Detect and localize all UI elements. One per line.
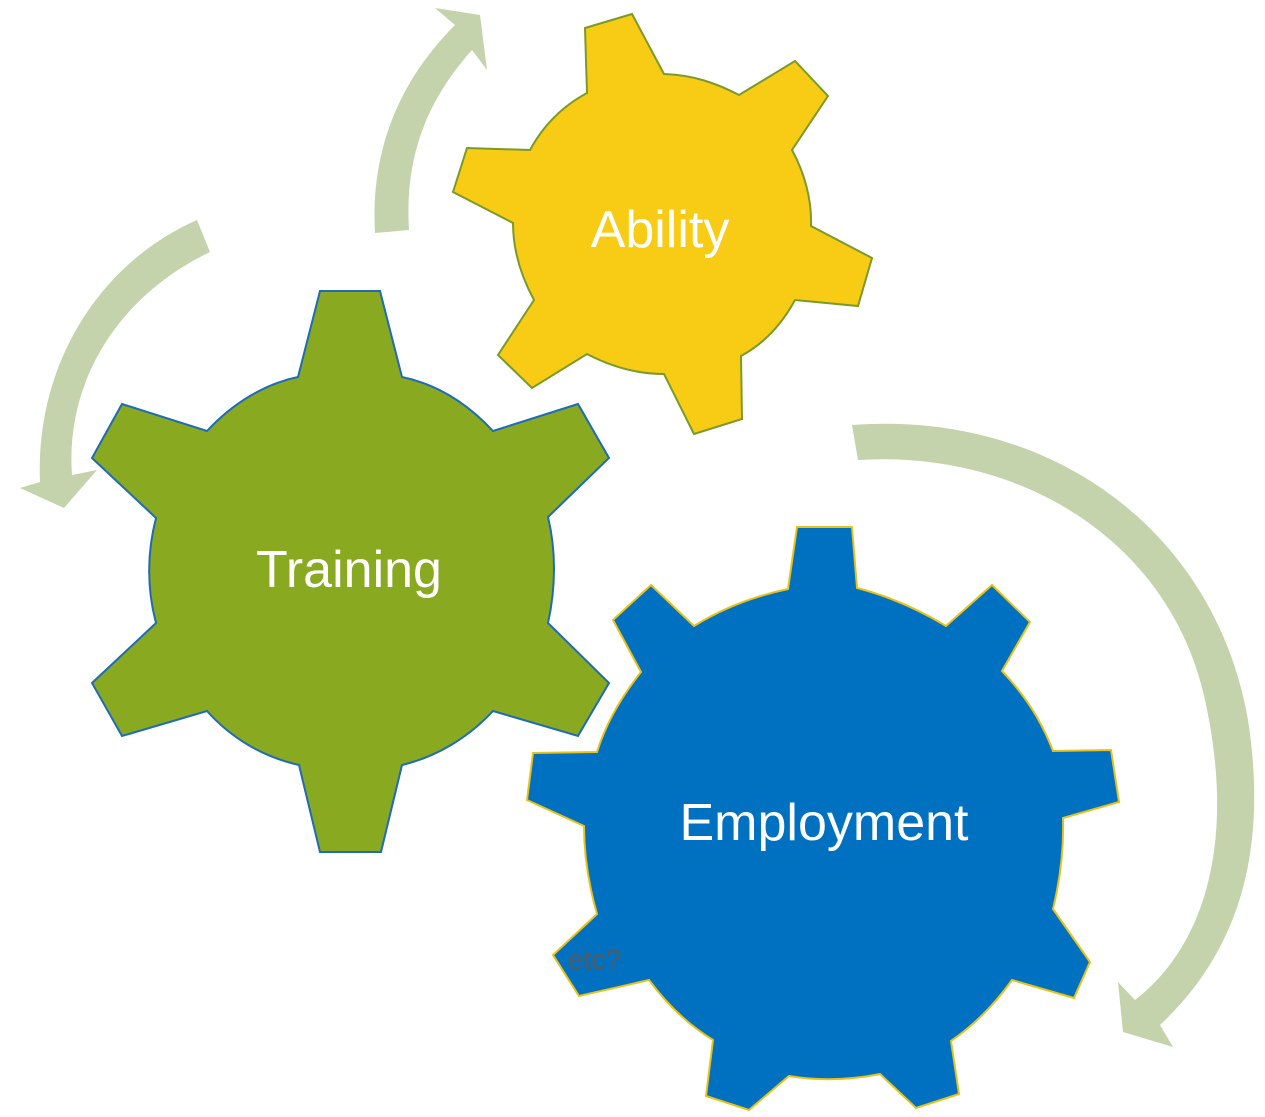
employment-gear: Employment [525, 526, 1121, 1112]
arrow-training-to-ability [374, 8, 487, 233]
arrow-ability-to-training [20, 220, 210, 508]
ability-gear-icon [451, 12, 874, 436]
training-gear-icon [90, 290, 611, 853]
etc-text: etc? [568, 944, 621, 975]
employment-gear-label: Employment [680, 794, 970, 852]
employment-gear-icon [525, 526, 1121, 1112]
training-gear-label: Training [256, 541, 442, 599]
arrow-employment-cycle [852, 423, 1255, 1047]
ability-gear-label: Ability [591, 201, 730, 259]
training-gear: Training [90, 290, 611, 853]
cycle-arrows [20, 8, 1255, 1047]
ability-gear: Ability [451, 12, 874, 436]
